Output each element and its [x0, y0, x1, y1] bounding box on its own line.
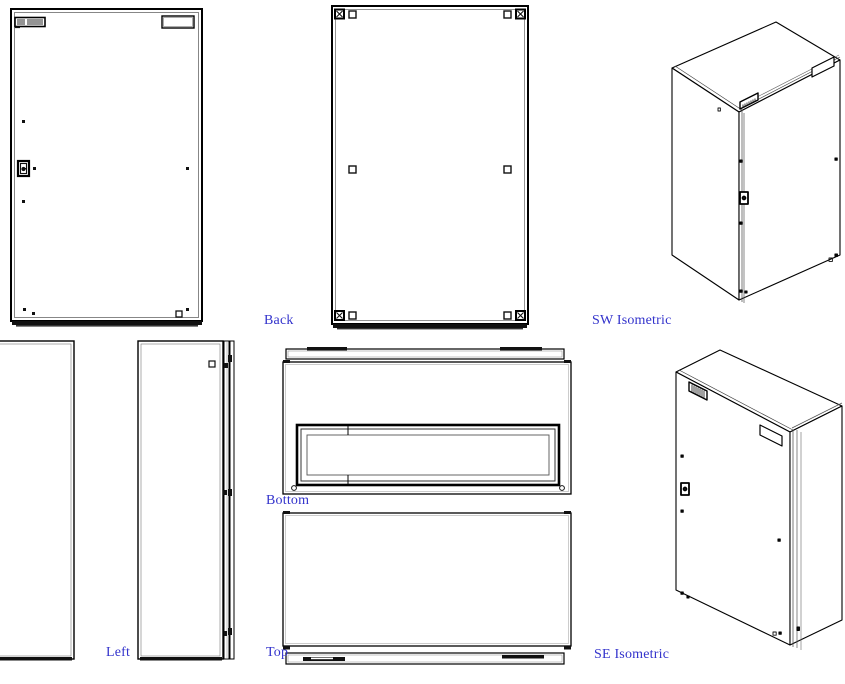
view-label-bottom: Bottom: [266, 493, 310, 508]
view-left-side: [137, 340, 235, 661]
iso-lock-handle: [739, 191, 749, 205]
iso-nameplate: [739, 92, 759, 110]
hinge-pin-lower: [22, 200, 25, 203]
view-back: [331, 5, 529, 330]
view-label-left: Left: [106, 645, 131, 660]
hinge-pin-upper: [22, 120, 25, 123]
label-plate: [161, 15, 195, 29]
mounting-bracket-top-left: [334, 8, 357, 20]
latch-middle: [228, 489, 232, 496]
mounting-bracket-bottom-right: [503, 310, 526, 321]
view-label-back: Back: [264, 313, 294, 328]
view-label-top: Top: [266, 645, 289, 660]
iso-se-label-plate: [759, 424, 783, 447]
view-sw-isometric: [671, 21, 841, 303]
hinge-bottom: [228, 628, 232, 635]
hinge-top: [228, 355, 232, 362]
lock-handle: [16, 159, 31, 178]
view-label-sw-isometric: SW Isometric: [592, 313, 672, 328]
view-right-side: [0, 340, 75, 661]
iso-se-lock-handle: [680, 482, 690, 496]
bottom-fasteners: [23, 308, 189, 318]
iso-label-plate: [811, 56, 835, 78]
view-top: [282, 511, 572, 665]
mounting-bracket-top-right: [503, 8, 526, 20]
view-front: [10, 8, 203, 327]
view-se-isometric: [675, 349, 843, 650]
mid-hole-right: [503, 165, 512, 174]
lock-strike-dot: [33, 167, 36, 170]
iso-se-nameplate: [688, 381, 708, 401]
nameplate-plate: [14, 16, 46, 29]
view-label-se-isometric: SE Isometric: [594, 647, 670, 662]
mounting-bracket-bottom-left: [334, 310, 357, 321]
mid-hole-left: [348, 165, 357, 174]
gland-plate-cutout: [295, 423, 561, 487]
view-bottom: [282, 347, 572, 495]
side-vent-hole: [208, 360, 216, 368]
right-edge-dot: [186, 167, 189, 170]
